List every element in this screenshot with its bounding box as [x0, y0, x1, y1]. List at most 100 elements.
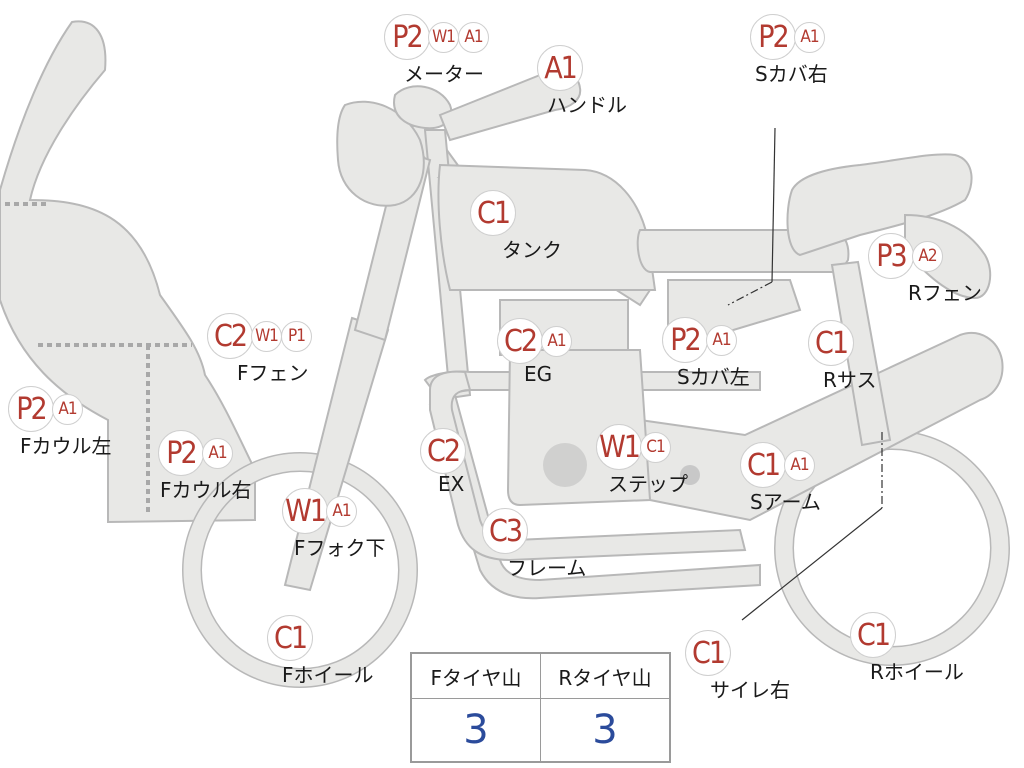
part-label: Rサス	[823, 368, 877, 392]
grade-badge: A1	[52, 393, 83, 425]
part-label: Sカバ左	[677, 365, 750, 389]
grade-badge: W1	[251, 320, 282, 352]
grade-badges: C2	[420, 428, 466, 474]
part-label: Fフォク下	[294, 536, 386, 560]
grade-badge: P1	[281, 320, 312, 352]
grade-badge: P2	[384, 14, 430, 60]
grade-badge: A1	[537, 45, 583, 91]
grade-badge: P2	[8, 386, 54, 432]
grade-badge: C1	[470, 190, 516, 236]
grade-badge: C1	[640, 431, 671, 463]
rear-fender-shape	[904, 213, 992, 300]
grade-badges: C1	[850, 612, 964, 658]
grade-badge: C3	[482, 508, 528, 554]
grade-badge: P2	[158, 430, 204, 476]
grade-badge: A1	[706, 324, 737, 356]
swing-arm-shape	[638, 332, 1004, 522]
part-label: Sカバ右	[755, 62, 828, 86]
grade-badge: A1	[541, 325, 572, 357]
grade-badge: W1	[428, 21, 459, 53]
grade-badge: P3	[868, 233, 914, 279]
grade-badges: C1	[470, 190, 562, 236]
grade-badge: W1	[596, 424, 642, 470]
grade-badge: A1	[458, 21, 489, 53]
grade-badge: W1	[282, 488, 328, 534]
part-label: EG	[524, 362, 553, 386]
part-label: メーター	[404, 62, 484, 86]
part-label: Fカウル右	[160, 478, 252, 502]
part-label: Fフェン	[237, 361, 309, 385]
grade-badge: C1	[850, 612, 896, 658]
grade-badge: C1	[267, 615, 313, 661]
grade-badge: C2	[497, 318, 543, 364]
rear-tire-header: Rタイヤ山	[540, 652, 671, 699]
grade-badge: A1	[784, 449, 815, 481]
grade-badges: C1	[685, 630, 790, 676]
part-label: Rフェン	[908, 281, 982, 305]
grade-badge: C2	[207, 313, 253, 359]
grade-badge: A1	[202, 437, 233, 469]
part-label: Fカウル左	[20, 434, 112, 458]
rear-tire-value: 3	[540, 698, 671, 763]
part-label: ハンドル	[547, 93, 627, 117]
part-label: EX	[438, 472, 465, 496]
grade-badge: C1	[740, 442, 786, 488]
part-label: Fホイール	[282, 663, 374, 687]
grade-badge: C1	[808, 320, 854, 366]
leader-line-side-cover-right	[771, 127, 776, 283]
part-label: サイレ右	[710, 678, 790, 702]
grade-badge: C2	[420, 428, 466, 474]
front-tire-header: Fタイヤ山	[410, 652, 541, 699]
grade-badge: P2	[750, 14, 796, 60]
part-label: Rホイール	[870, 660, 964, 684]
grade-badge: A1	[326, 495, 357, 527]
part-label: フレーム	[507, 556, 587, 580]
grade-badges: C3	[482, 508, 586, 554]
part-label: タンク	[502, 238, 562, 262]
grade-badge: A1	[794, 21, 825, 53]
part-label: ステップ	[608, 472, 688, 496]
grade-badge: C1	[685, 630, 731, 676]
front-cowl-shape	[0, 20, 256, 524]
grade-badges: C1	[808, 320, 877, 366]
tire-tread-table: Fタイヤ山 Rタイヤ山 3 3	[410, 652, 671, 763]
tail-cowl-shape	[786, 153, 973, 257]
grade-badge: P2	[662, 317, 708, 363]
front-tire-value: 3	[410, 698, 541, 763]
grade-badge: A2	[912, 240, 943, 272]
rear-suspension-shape	[830, 260, 892, 447]
grade-badges: C1	[267, 615, 374, 661]
grade-badges: A1	[537, 45, 627, 91]
